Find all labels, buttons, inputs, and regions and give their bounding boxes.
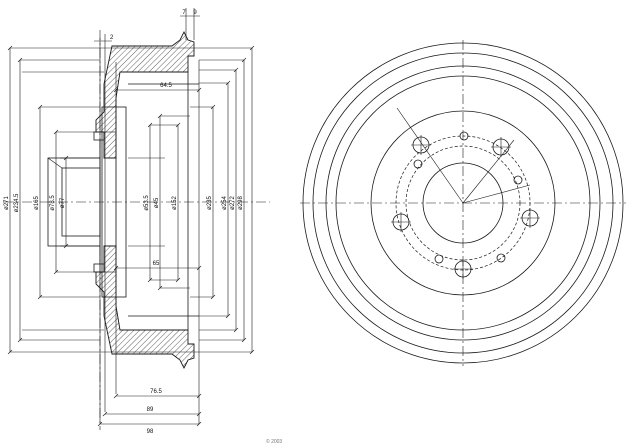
dim-dia-77: ø77 — [60, 197, 66, 208]
dim-65: 65 — [153, 261, 160, 267]
front-view — [300, 40, 626, 366]
dim-top-2: 2 — [110, 35, 114, 41]
dim-64-5: 64.5 — [160, 83, 172, 89]
dim-dia-152: ø152 — [172, 196, 178, 210]
footer-text: © 2003 — [266, 438, 282, 445]
dim-dia-165: ø165 — [34, 196, 40, 210]
dim-dia-235: ø235 — [207, 196, 213, 210]
dim-dia-45: ø45 — [154, 197, 160, 208]
dim-dia-254: ø254 — [222, 196, 228, 210]
wheel-bolt-holes — [392, 131, 539, 278]
dim-dia-234-5: ø234.5 — [14, 193, 20, 212]
dim-dia-53-5: ø53.5 — [144, 195, 150, 211]
dim-top-9: 9 — [193, 10, 197, 16]
dim-dia-271: ø271 — [4, 196, 10, 210]
dim-dia-272: ø272 — [230, 196, 236, 210]
dim-top-7: 7 — [182, 10, 186, 16]
dim-98: 98 — [147, 429, 154, 435]
dim-dia-298: ø298 — [238, 196, 244, 210]
dim-76-5: 76.5 — [150, 389, 162, 395]
dim-dia-78-5: ø78.5 — [50, 195, 56, 211]
dim-89: 89 — [147, 407, 154, 413]
section-view: 7 9 2 64.5 65 76.5 89 98 ø271 ø234.5 ø16… — [4, 8, 270, 435]
